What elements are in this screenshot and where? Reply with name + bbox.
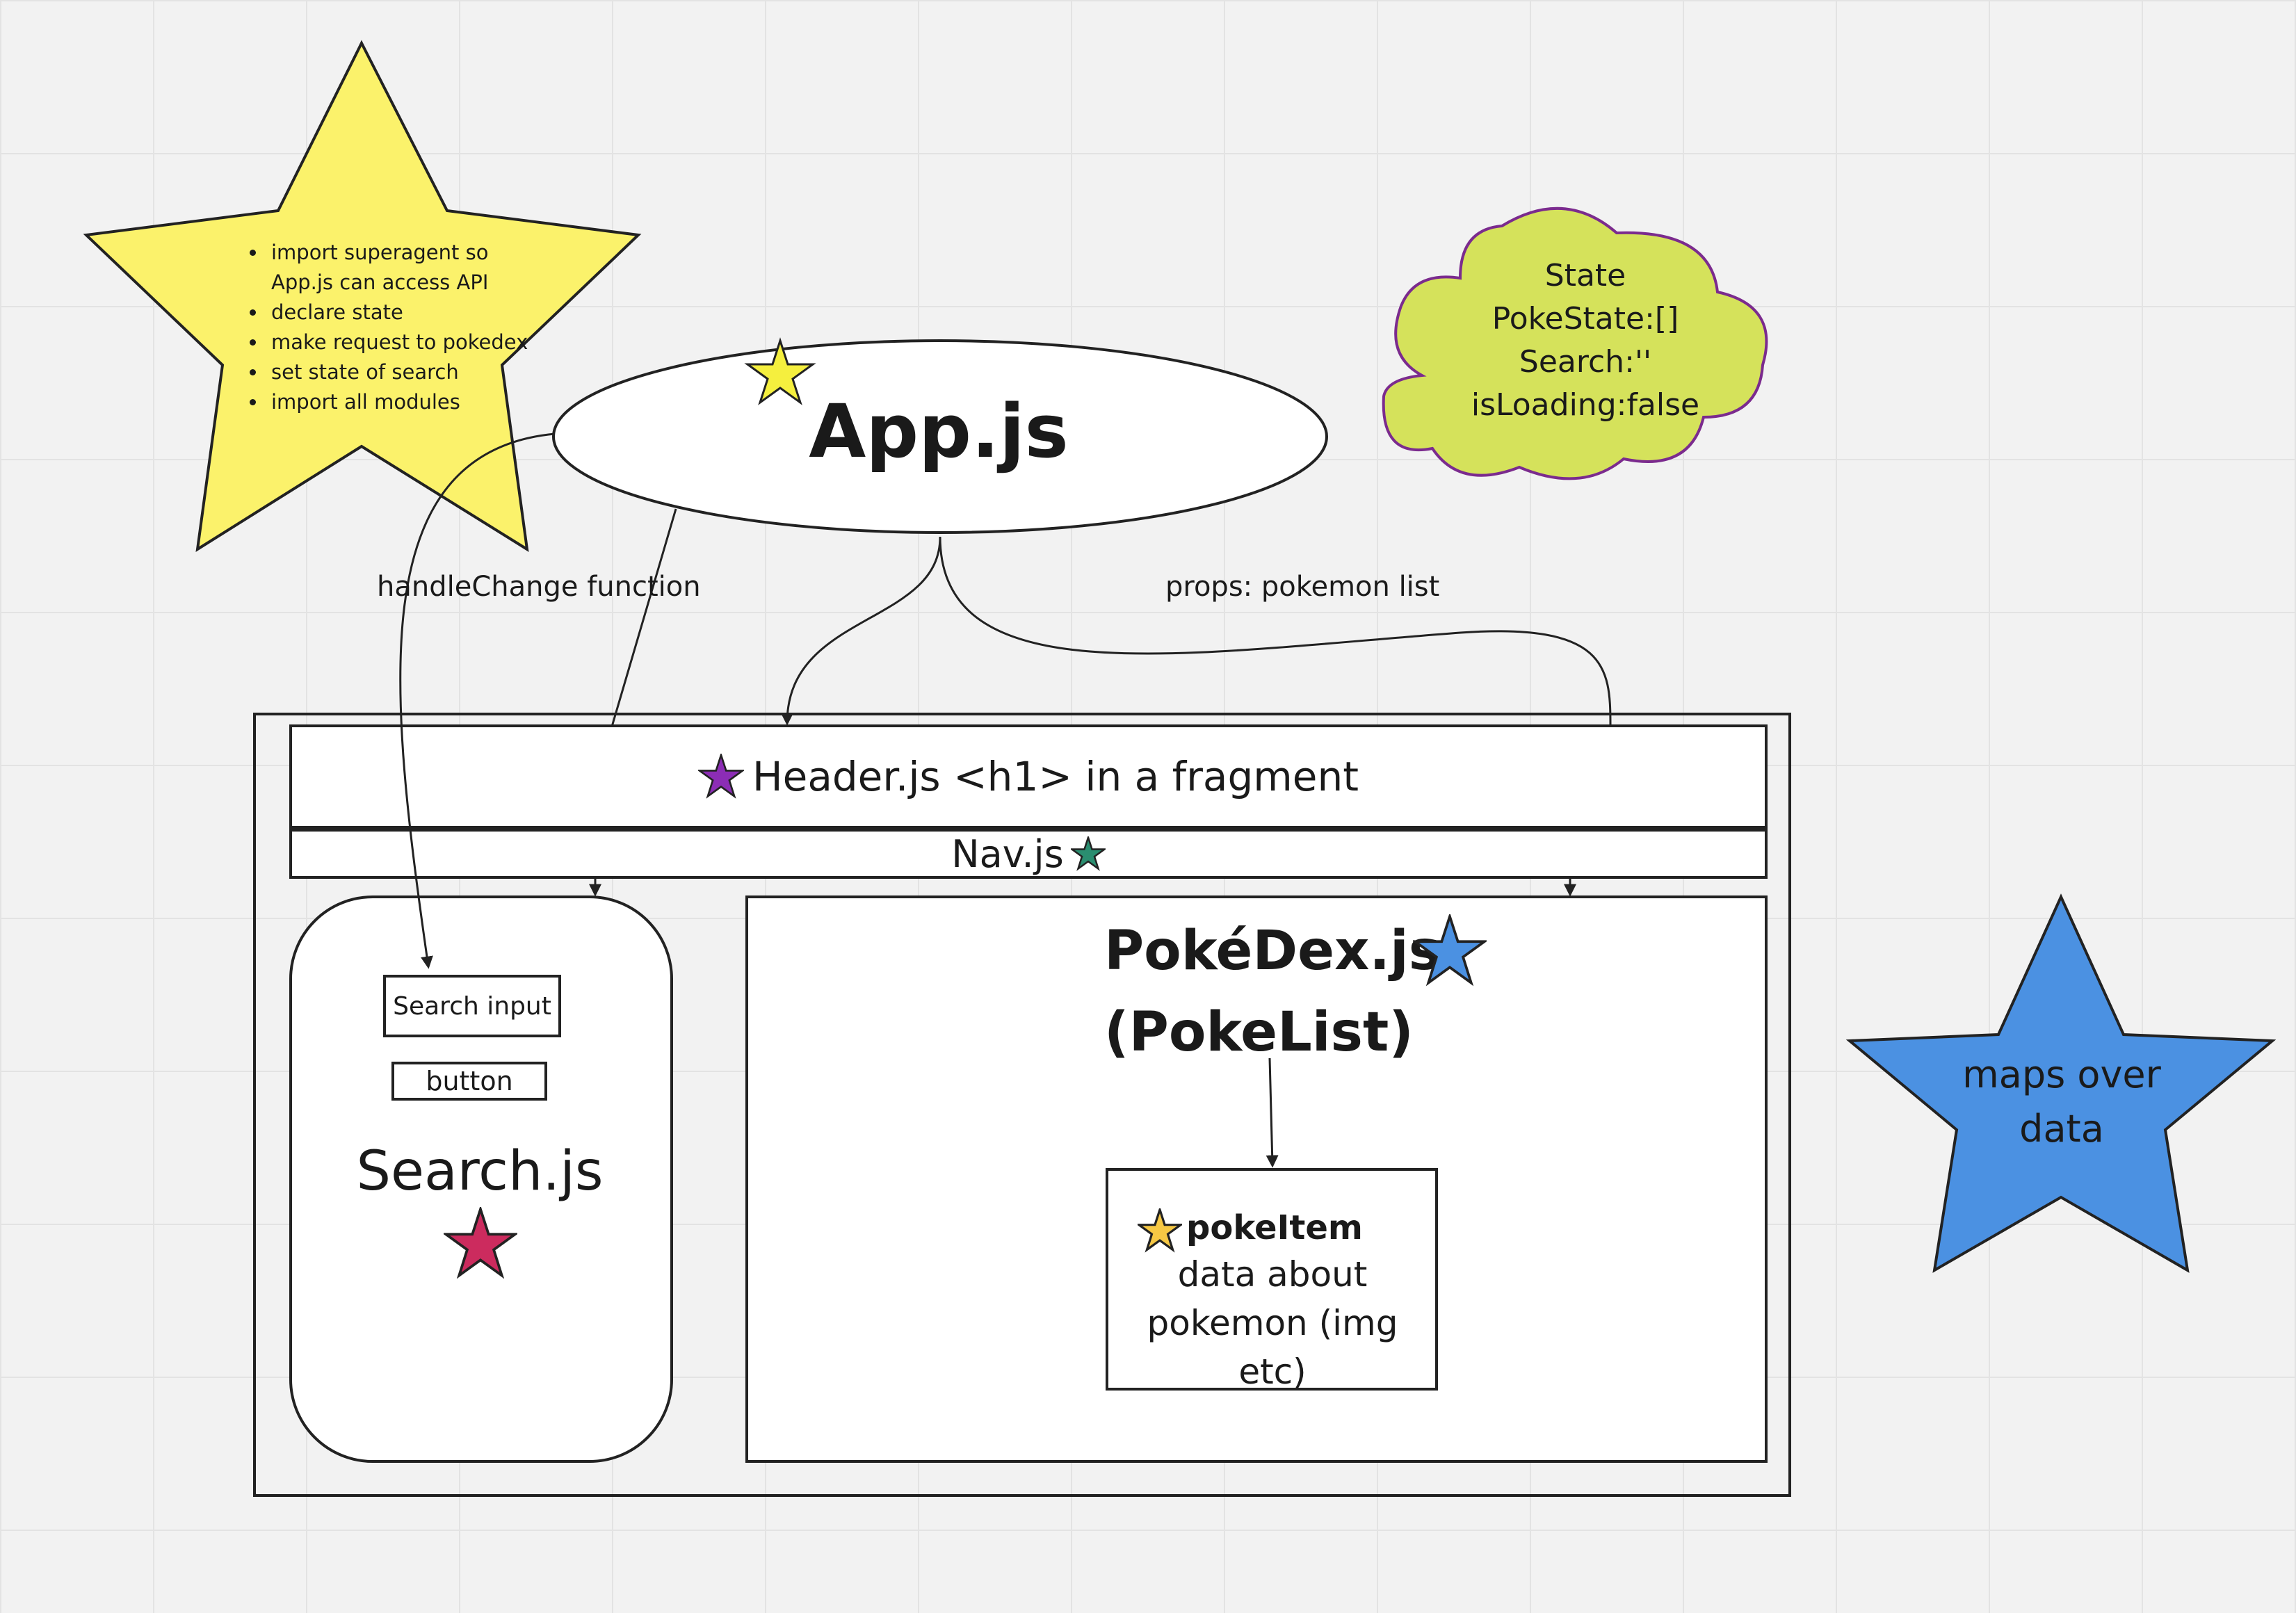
search-button-label: button [426,1066,513,1096]
poke-item-desc-line: data about [1177,1254,1368,1295]
note-item: make request to pokedex [267,327,535,357]
app-ellipse[interactable] [552,339,1328,534]
maps-star-line: data [2019,1107,2104,1151]
app-title: App.js [765,386,1113,476]
props-connector[interactable] [939,536,1612,725]
notes-list: import superagent so App.js can access A… [243,238,535,417]
poke-item-title: pokeItem [1186,1206,1363,1250]
pokedex-subtitle: (PokeList) [1104,999,1414,1066]
app-container[interactable] [253,713,1791,1497]
nav-label: Nav.js [951,832,1064,876]
state-search: Search:'' [1519,344,1652,380]
pokedex-subtitle-text: (PokeList) [1104,1001,1414,1064]
handle-change-label: handleChange function [377,569,701,605]
nav-component[interactable]: Nav.js [289,829,1768,879]
search-input-label: Search input [393,991,551,1021]
state-title: State [1544,258,1626,293]
pokedex-title: PokéDex.js [1104,918,1441,984]
search-input[interactable]: Search input [383,975,561,1037]
note-item: import superagent so App.js can access A… [267,238,535,298]
note-item: set state of search [267,357,535,387]
app-to-search-connector[interactable] [611,508,677,727]
header-component[interactable]: Header.js <h1> in a fragment [289,724,1768,829]
state-cloud-shape [1382,206,1768,480]
pokedex-to-item-connector[interactable] [1266,1057,1279,1168]
poke-item-desc-line: pokemon (img etc) [1147,1303,1398,1392]
poke-item-description: data about pokemon (img etc) [1110,1250,1435,1396]
search-title: Search.js [313,1137,647,1206]
purple-star-icon [696,752,746,800]
pokedex-title-text: PokéDex.js [1104,920,1441,982]
app-to-header-connector[interactable] [781,536,941,726]
crimson-star-icon [442,1205,519,1281]
note-item: import all modules [267,387,535,417]
search-title-text: Search.js [356,1140,604,1203]
maps-star-shape [1845,893,2277,1273]
handle-change-connector[interactable] [399,432,556,969]
search-button[interactable]: button [391,1062,547,1101]
poke-item-title-text: pokeItem [1186,1208,1363,1247]
app-title-text: App.js [809,388,1069,474]
notes-star-shape [83,40,642,552]
notes-list-container: import superagent so App.js can access A… [243,238,535,417]
state-is-loading: isLoading:false [1471,387,1700,423]
handle-change-label-text: handleChange function [377,571,701,603]
props-label: props: pokemon list [1165,569,1439,605]
yellow-star-icon [744,337,816,405]
poke-item-component[interactable] [1106,1168,1438,1391]
maps-star-text: maps over data [1926,1046,2197,1158]
header-label: Header.js <h1> in a fragment [752,753,1359,800]
state-cloud-text: State PokeState:[] Search:'' isLoading:f… [1412,254,1759,428]
state-poke-state: PokeState:[] [1491,301,1679,337]
blue-star-icon [1411,912,1489,988]
gold-star-icon [1135,1206,1185,1253]
maps-star-line: maps over [1962,1053,2161,1096]
teal-star-icon [1069,834,1108,871]
note-item: declare state [267,298,535,327]
props-label-text: props: pokemon list [1165,571,1440,603]
